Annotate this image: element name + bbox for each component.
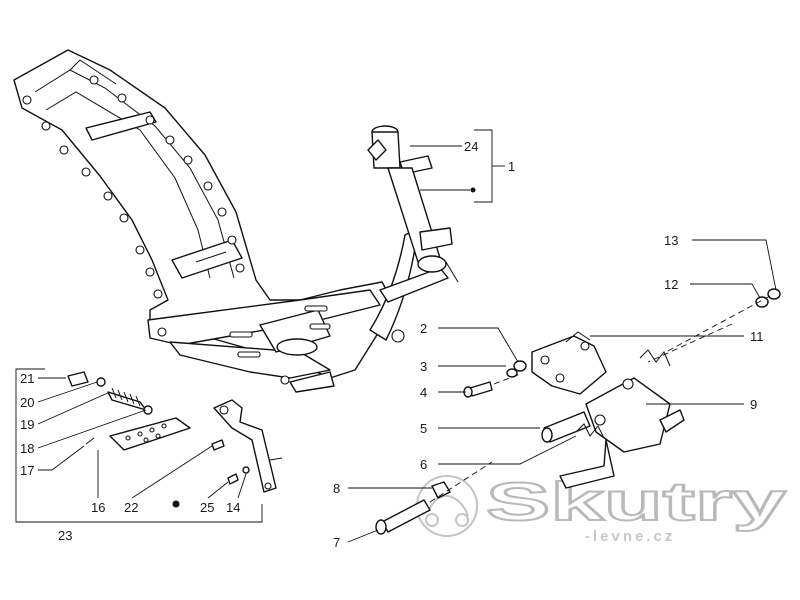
leader-lines [37, 129, 777, 543]
callout-6: 6 [420, 457, 427, 472]
callout-25: 25 [200, 500, 214, 515]
callout-5: 5 [420, 421, 427, 436]
bolt-7 [375, 499, 431, 535]
callout-14: 14 [226, 500, 240, 515]
callout-23: 23 [58, 528, 72, 543]
callout-8: 8 [333, 481, 340, 496]
callout-7: 7 [333, 535, 340, 550]
callout-24: 24 [464, 139, 478, 154]
callout-17: 17 [20, 463, 34, 478]
callout-1: 1 [508, 159, 515, 174]
callout-20: 20 [20, 395, 34, 410]
callouts: 1 2 3 4 5 6 7 8 9 11 12 13 14 16 17 18 1… [20, 139, 764, 550]
callout-18: 18 [20, 441, 34, 456]
stand-spring-6 [575, 423, 605, 439]
callout-11: 11 [750, 329, 764, 344]
washers-2-3 [506, 360, 527, 378]
spring-fasteners [639, 288, 781, 367]
callout-9: 9 [750, 397, 757, 412]
callout-3: 3 [420, 359, 427, 374]
watermark-domain: -levne.cz [585, 528, 675, 545]
callout-22: 22 [124, 500, 138, 515]
bolt-4 [463, 381, 493, 398]
stand-bracket [531, 331, 607, 395]
callout-19: 19 [20, 417, 34, 432]
pivot-pin-5 [541, 411, 591, 443]
footrest-kit [15, 368, 283, 523]
callout-4: 4 [420, 385, 427, 400]
steering-column [367, 125, 459, 283]
callout-13: 13 [664, 233, 678, 248]
nut-8 [431, 481, 451, 499]
callout-2: 2 [420, 321, 427, 336]
center-stand [559, 377, 685, 489]
callout-21: 21 [20, 371, 34, 386]
callout-16: 16 [91, 500, 105, 515]
watermark-brand: Skutry [486, 472, 786, 532]
main-frame [13, 49, 449, 393]
watermark: Skutry -levne.cz [416, 471, 787, 545]
callout-12: 12 [664, 277, 678, 292]
